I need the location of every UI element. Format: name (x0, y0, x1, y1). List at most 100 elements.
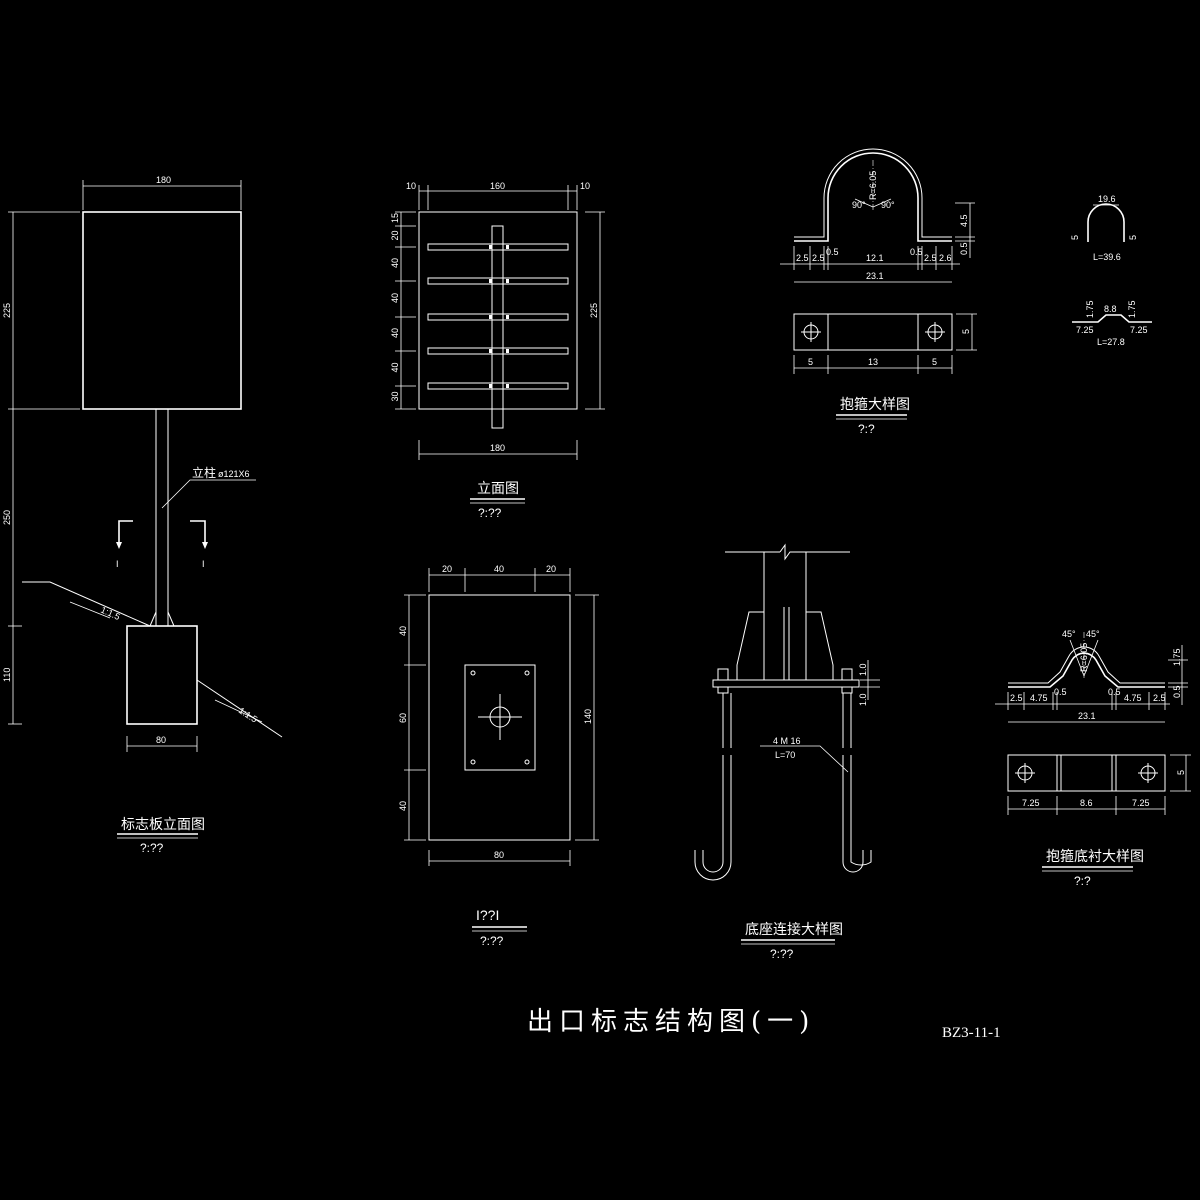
dim-front-vertical: 40 (390, 362, 400, 372)
post-stiffener (167, 611, 175, 627)
sign-elevation-view: 1:1.5 1:1.5 立柱 ø121X6 I I 180 225 250 11… (2, 175, 283, 855)
dim-front-height: 225 (589, 303, 599, 318)
stiffener-left (736, 611, 764, 680)
liner-h1: 1.75 (1172, 648, 1182, 666)
liner-a4: 0.5 (1108, 687, 1121, 697)
clamp-mark (489, 245, 492, 249)
crossbar (427, 313, 569, 321)
dim-foundation-depth: 110 (2, 668, 12, 682)
ground-slope-left (22, 581, 151, 627)
dim-front-vertical: 40 (390, 293, 400, 303)
piece2-h2: 1.75 (1127, 300, 1137, 318)
clamp-a3: 0.5 (826, 247, 839, 257)
liner-angle-left: 45° (1062, 629, 1076, 639)
section-mark-right: I (190, 520, 208, 569)
post-stiffener (149, 611, 157, 627)
liner-total: 23.1 (1078, 711, 1096, 721)
bent-piece-1: 19.6 5 5 L=39.6 (1070, 194, 1138, 262)
view-title: 抱箍底衬大样图 (1046, 848, 1144, 864)
view-scale: ?:? (1074, 874, 1091, 888)
slope-label-left: 1:1.5 (99, 605, 121, 622)
clamp-plan-holes (801, 322, 945, 342)
ground-hatch (69, 601, 263, 723)
piece2-left: 7.25 (1076, 325, 1094, 335)
post-label: 立柱 (192, 465, 216, 480)
liner-radius: R=6.05 (1079, 643, 1089, 672)
dim-front-vertical: 40 (390, 328, 400, 338)
dim-board-width: 180 (156, 175, 171, 185)
svg-text:I: I (202, 559, 205, 569)
crossbar (427, 243, 569, 251)
slope-label-right: 1:1.5 (237, 705, 259, 724)
clamp-plan-h: 5 (961, 329, 971, 334)
clamp-mark (489, 349, 492, 353)
clamp-a2: 2.5 (812, 253, 825, 263)
svg-text:I: I (116, 559, 119, 569)
section-mark-left: I (116, 520, 133, 569)
piece1-top: 19.6 (1098, 194, 1116, 204)
view-scale: ?:?? (770, 947, 794, 961)
liner-plan-holes (1015, 763, 1158, 783)
drawing-code: BZ3-11-1 (942, 1025, 1001, 1041)
clamp-total: 23.1 (866, 271, 884, 281)
clamp-mark (506, 315, 509, 319)
anchor-bolt-right (842, 693, 872, 873)
base-connection-detail: 1.0 1.0 4 M 16 L=70 底座连接大样图 ?:?? (694, 543, 880, 961)
clamp-mid: 12.1 (866, 253, 884, 263)
view-scale: ?:?? (480, 934, 504, 948)
view-title: 底座连接大样图 (745, 921, 843, 937)
dim-left-top: 40 (398, 626, 408, 636)
base-slab (428, 594, 571, 841)
piece2-length: L=27.8 (1097, 337, 1125, 347)
main-title: 出口标志结构图(一) (527, 1007, 815, 1037)
clamp-detail: R=6.05 90° 90° 4.5 0.5 2.5 2.5 0.5 12.1 … (780, 148, 977, 436)
piece1-left: 5 (1070, 235, 1080, 240)
liner-plan-left: 7.25 (1022, 798, 1040, 808)
view-scale: ?:?? (140, 841, 164, 855)
dim-left-margin: 10 (406, 181, 416, 191)
dim-top-left: 20 (442, 564, 452, 574)
dim-left-mid: 60 (398, 713, 408, 723)
sign-board (82, 211, 242, 410)
clamp-h2: 0.5 (959, 242, 969, 255)
liner-plan (1007, 754, 1166, 792)
dim-post-height: 250 (2, 510, 12, 525)
clamp-profile (794, 152, 952, 242)
clamp-plan-mid: 13 (868, 357, 878, 367)
view-title: 标志板立面图 (121, 816, 205, 832)
anchor-bolt-left (694, 693, 732, 881)
clamp-h1: 4.5 (959, 214, 969, 227)
clamp-chain-ticks (793, 246, 953, 270)
clamp-a5: 2.5 (924, 253, 937, 263)
liner-h2: 0.5 (1172, 685, 1182, 698)
dim-top-right: 20 (546, 564, 556, 574)
liner-a1: 2.5 (1010, 693, 1023, 703)
liner-a6: 2.5 (1153, 693, 1166, 703)
piece2-right: 7.25 (1130, 325, 1148, 335)
clamp-plan-right: 5 (932, 357, 937, 367)
clamp-plan-left: 5 (808, 357, 813, 367)
liner-a5: 4.75 (1124, 693, 1142, 703)
section-view: 20 40 20 40 60 40 140 80 I??I ?:?? (398, 564, 599, 948)
clamp-mark (506, 245, 509, 249)
dim-inner-width: 160 (490, 181, 505, 191)
base-plate-elev (712, 679, 860, 688)
foundation (126, 625, 198, 725)
piece2-mid: 8.8 (1104, 304, 1117, 314)
clamp-a1: 2.5 (796, 253, 809, 263)
post-leader (161, 479, 256, 509)
bent-piece-2: 1.75 8.8 1.75 7.25 7.25 L=27.8 (1072, 300, 1152, 347)
front-board (418, 211, 578, 410)
dim-front-vertical: 15 (390, 213, 400, 223)
dim-right-height: 140 (583, 709, 593, 724)
crossbar (427, 347, 569, 355)
clamp-radius: R=6.05 (868, 171, 878, 200)
post-spec: ø121X6 (218, 469, 250, 479)
view-title: I??I (476, 907, 499, 923)
piece1-right: 5 (1128, 235, 1138, 240)
liner-plan-right: 7.25 (1132, 798, 1150, 808)
dim-front-vertical: 20 (390, 230, 400, 240)
dim-left-bottom: 40 (398, 801, 408, 811)
